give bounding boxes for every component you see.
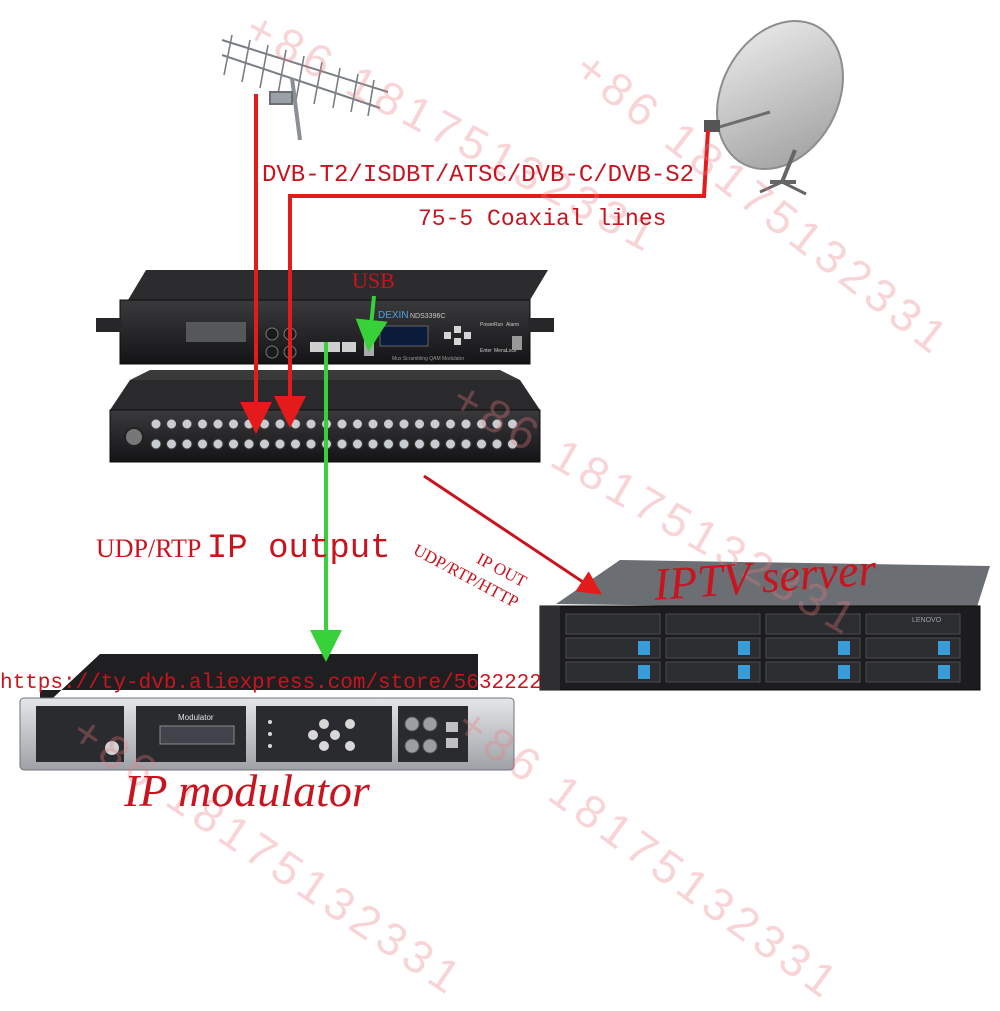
- rf-port: [198, 439, 208, 449]
- rf-port: [182, 419, 192, 429]
- rf-port: [182, 439, 192, 449]
- rf-port: [353, 419, 363, 429]
- rf-port: [415, 419, 425, 429]
- rf-port: [260, 419, 270, 429]
- key-power-label: Power: [480, 322, 495, 328]
- rf-port: [306, 419, 316, 429]
- drive-bay-latch: [738, 665, 750, 679]
- rf-port: [446, 439, 456, 449]
- rf-port: [368, 419, 378, 429]
- rf-port: [275, 439, 285, 449]
- drive-bay-latch: [638, 665, 650, 679]
- ip-modulator-label: IP modulator: [124, 764, 370, 817]
- key-menu-label: Menu: [494, 348, 507, 354]
- rf-port: [229, 419, 239, 429]
- modulator-title: Modulator: [178, 713, 214, 722]
- drive-bay-latch: [638, 641, 650, 655]
- rf-port: [229, 439, 239, 449]
- ip-output-text: IP output: [207, 530, 391, 568]
- rf-port: [399, 439, 409, 449]
- udp-prefix: UDP/RTP: [96, 534, 200, 563]
- rf-port: [244, 439, 254, 449]
- rf-port: [260, 439, 270, 449]
- rf-port: [213, 439, 223, 449]
- protocol-label: DVB-T2/ISDBT/ATSC/DVB-C/DVB-S2: [262, 162, 694, 189]
- main-device-subtitle: Mux Scrambling QAM Modulator: [392, 356, 465, 362]
- key-enter-label: Enter: [480, 348, 492, 354]
- coax-label: 75-5 Coaxial lines: [418, 206, 666, 232]
- rf-port: [244, 419, 254, 429]
- drive-bay: [666, 614, 760, 634]
- rf-port: [368, 439, 378, 449]
- main-device-brand: DEXIN: [378, 310, 409, 321]
- rf-port: [415, 439, 425, 449]
- drive-bay-latch: [838, 665, 850, 679]
- main-device-model: NDS3396C: [410, 313, 445, 320]
- rf-port: [430, 439, 440, 449]
- rf-port: [291, 419, 301, 429]
- rf-port: [399, 419, 409, 429]
- rf-port: [151, 419, 161, 429]
- key-alarm-label: Alarm: [506, 322, 519, 328]
- rf-port: [337, 439, 347, 449]
- server-brand: LENOVO: [912, 617, 942, 624]
- drive-bay-latch: [738, 641, 750, 655]
- drive-bay: [566, 614, 660, 634]
- rf-port: [275, 419, 285, 429]
- rf-port: [306, 439, 316, 449]
- rf-port: [291, 439, 301, 449]
- drive-bay-latch: [938, 641, 950, 655]
- rf-port: [430, 419, 440, 429]
- rf-port: [461, 439, 471, 449]
- rf-port: [167, 439, 177, 449]
- rf-port: [213, 419, 223, 429]
- key-run-label: Run: [494, 322, 503, 328]
- store-url-link[interactable]: https://ty-dvb.aliexpress.com/store/5632…: [0, 672, 542, 695]
- rf-port: [353, 439, 363, 449]
- rf-port: [384, 419, 394, 429]
- udp-ip-output-label: UDP/RTP IP output: [96, 530, 391, 568]
- usb-label: USB: [352, 268, 395, 294]
- rf-port: [337, 419, 347, 429]
- rf-port: [151, 439, 161, 449]
- rf-port: [198, 419, 208, 429]
- rf-port: [167, 419, 177, 429]
- drive-bay-latch: [938, 665, 950, 679]
- rf-port: [384, 439, 394, 449]
